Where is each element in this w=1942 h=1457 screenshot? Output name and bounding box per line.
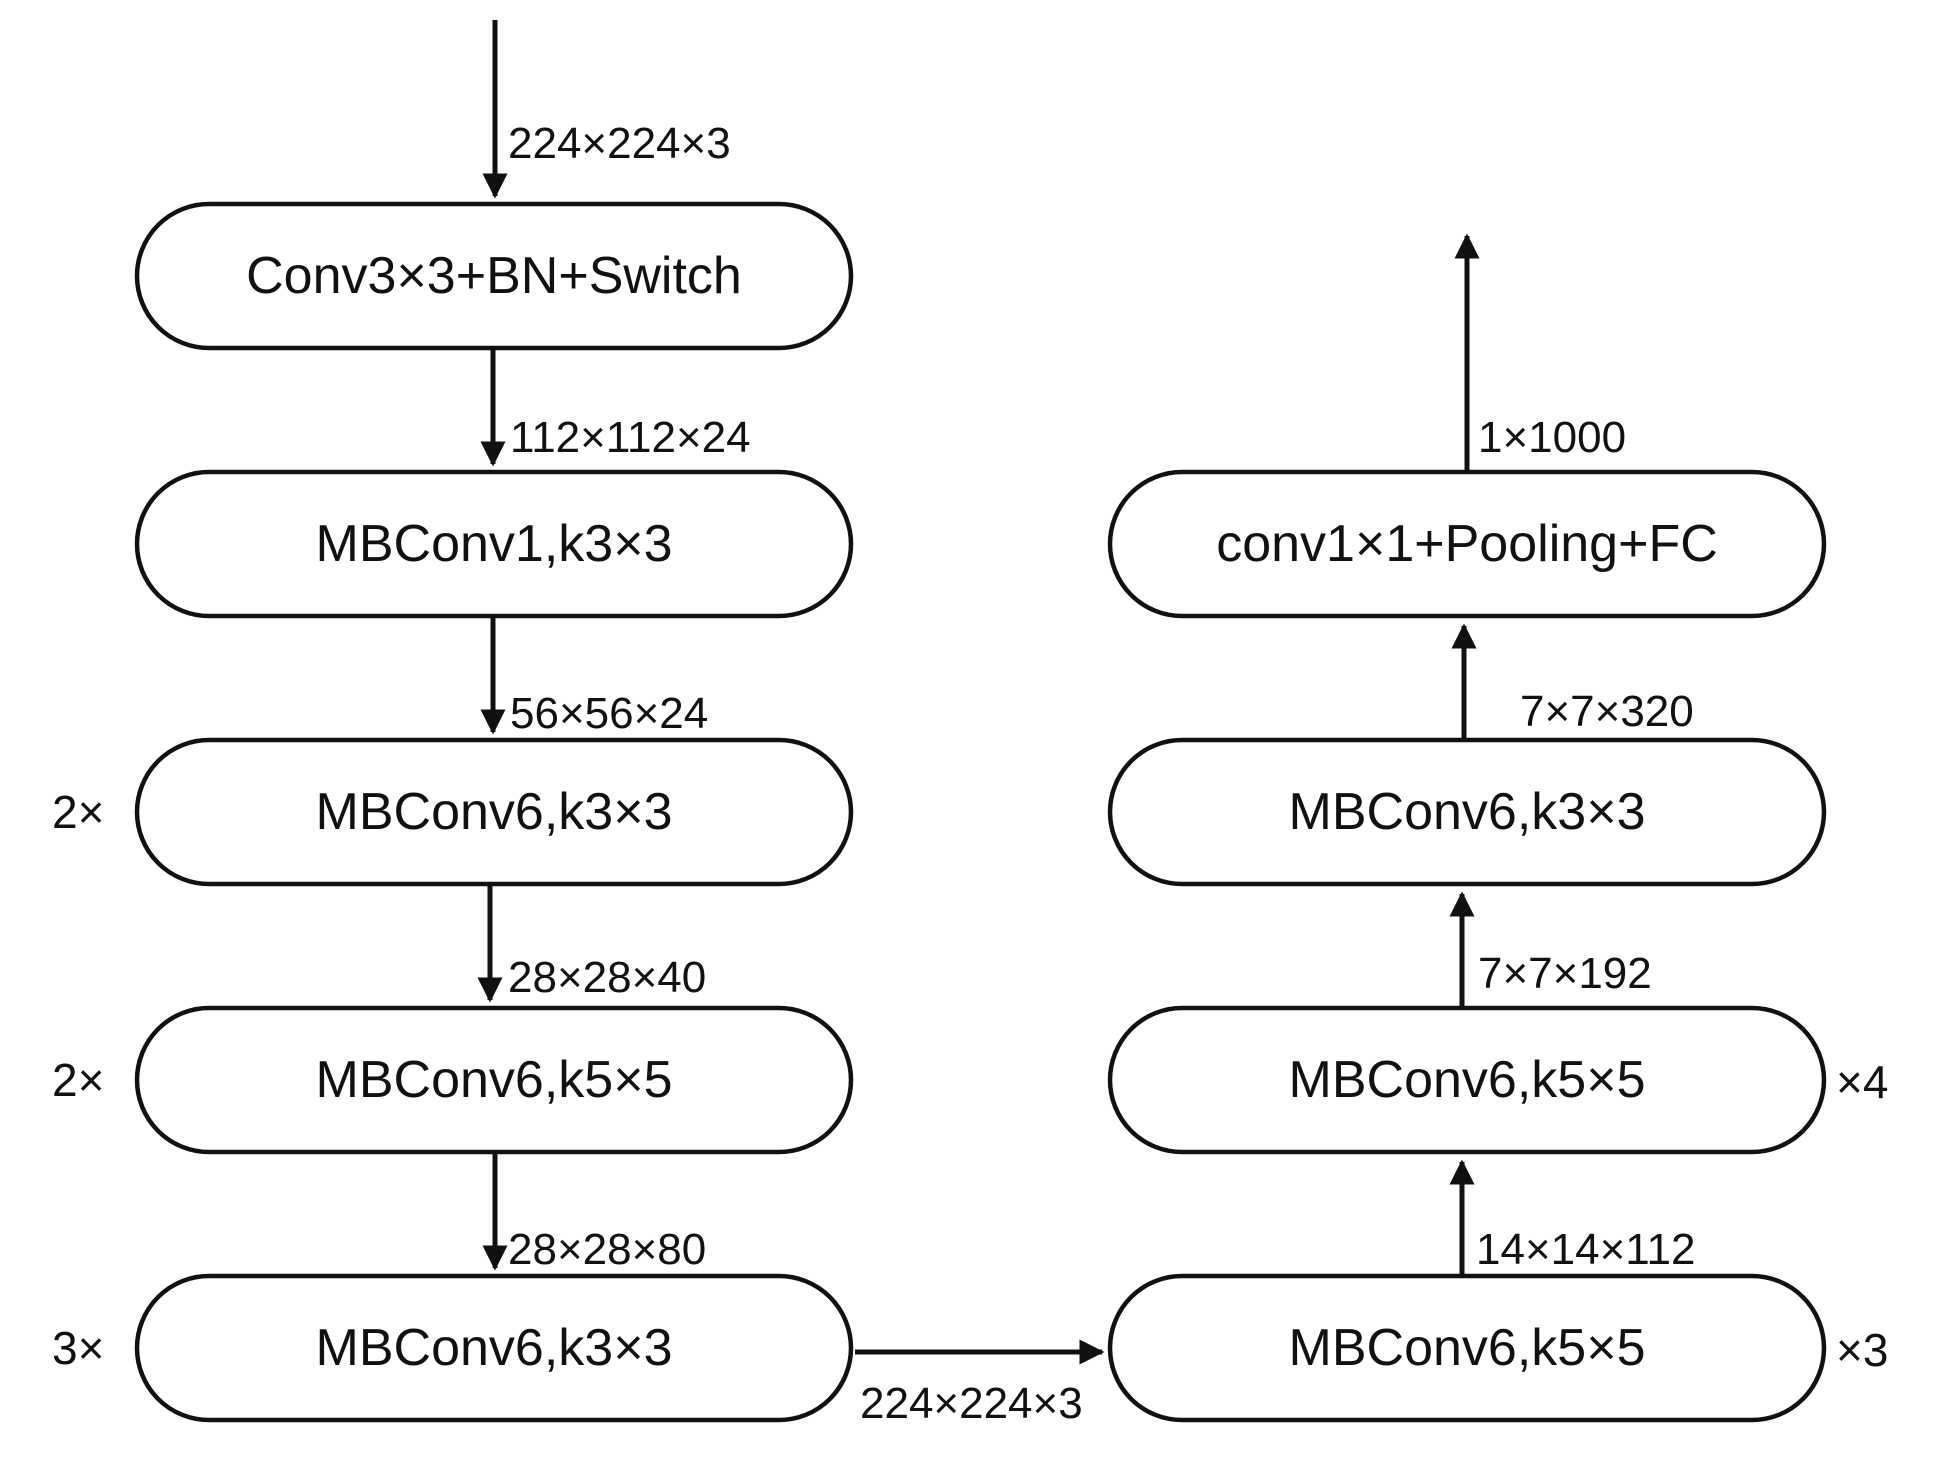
edge-label-e8: 7×7×320 — [1520, 687, 1694, 736]
node-mbconv6-a: MBConv6,k3×3 2× — [52, 737, 854, 887]
node-mbconv6-f: MBConv6,k3×3 — [1107, 737, 1827, 887]
node-mbconv6-d: MBConv6,k5×5 ×3 — [1107, 1273, 1888, 1423]
node-mbconv6-c: MBConv6,k3×3 3× — [52, 1273, 854, 1423]
node-mbconv6-e: MBConv6,k5×5 ×4 — [1107, 1005, 1888, 1155]
node-mbconv6-d-label: MBConv6,k5×5 — [1289, 1319, 1646, 1377]
node-mbconv6-a-label: MBConv6,k3×3 — [316, 783, 673, 841]
node-mbconv6-f-label: MBConv6,k3×3 — [1289, 783, 1646, 841]
node-stem: Conv3×3+BN+Switch — [134, 201, 854, 351]
node-mbconv6-b: MBConv6,k5×5 2× — [52, 1005, 854, 1155]
node-mbconv6-c-label: MBConv6,k3×3 — [316, 1319, 673, 1377]
edge-label-input: 224×224×3 — [508, 119, 731, 168]
edge-label-e5: 224×224×3 — [860, 1379, 1083, 1428]
node-head: conv1×1+Pooling+FC — [1107, 469, 1827, 619]
edge-label-e6: 14×14×112 — [1476, 1225, 1695, 1274]
edge-label-e7: 7×7×192 — [1478, 949, 1652, 998]
node-mbconv6-b-repeat: 2× — [52, 1054, 104, 1106]
node-head-label: conv1×1+Pooling+FC — [1216, 515, 1718, 573]
node-mbconv6-a-repeat: 2× — [52, 786, 104, 838]
node-mbconv6-c-repeat: 3× — [52, 1322, 104, 1374]
edge-label-e1: 112×112×24 — [510, 413, 751, 462]
node-mbconv1-label: MBConv1,k3×3 — [316, 515, 673, 573]
node-mbconv6-d-repeat: ×3 — [1836, 1324, 1888, 1376]
node-mbconv6-e-label: MBConv6,k5×5 — [1289, 1051, 1646, 1109]
edge-label-e2: 56×56×24 — [510, 689, 708, 738]
edge-label-output: 1×1000 — [1478, 413, 1626, 462]
node-mbconv6-e-repeat: ×4 — [1836, 1056, 1888, 1108]
edge-label-e4: 28×28×80 — [508, 1225, 706, 1274]
node-stem-label: Conv3×3+BN+Switch — [246, 247, 742, 305]
node-mbconv1: MBConv1,k3×3 — [134, 469, 854, 619]
node-mbconv6-b-label: MBConv6,k5×5 — [316, 1051, 673, 1109]
edge-label-e3: 28×28×40 — [508, 953, 706, 1002]
